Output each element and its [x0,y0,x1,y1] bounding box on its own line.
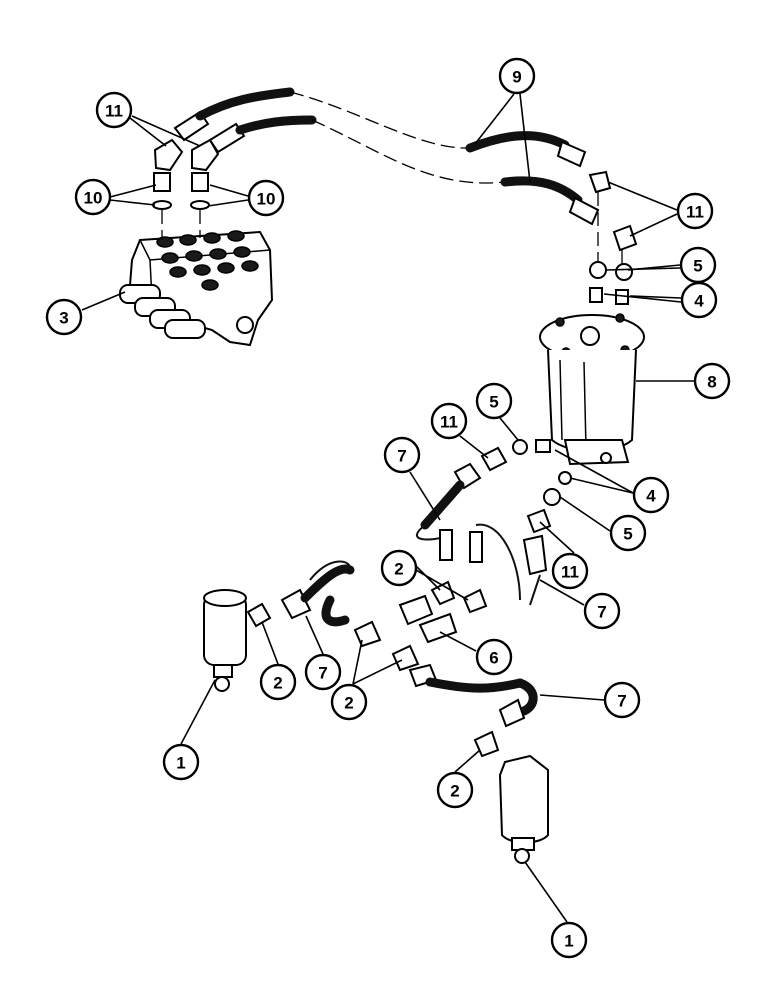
callout-circle [436,771,474,809]
steering-cylinder-right [498,754,549,864]
callout-2: 2 [259,663,297,701]
callout-label: 4 [694,292,704,311]
callout-3: 3 [45,298,83,336]
valve-fittings [152,138,220,240]
steering-cylinder-left [203,589,247,692]
callout-7: 7 [583,592,621,630]
callout-circle [693,362,731,400]
callout-5: 5 [475,382,513,420]
callout-circle [383,436,421,474]
callout-label: 8 [707,373,716,392]
callout-circle [475,638,513,676]
callout-label: 6 [489,649,498,668]
callout-label: 9 [512,68,521,87]
callout-2: 2 [330,683,368,721]
callout-label: 7 [397,447,406,466]
callout-7: 7 [383,436,421,474]
callout-11: 11 [551,552,589,590]
control-valve-body [119,230,274,347]
hoses-7 [280,462,548,728]
callout-11: 11 [676,192,714,230]
callout-circle [247,179,285,217]
callout-label: 2 [450,782,459,801]
callout-label: 7 [318,664,327,683]
callout-9: 9 [498,57,536,95]
callout-label: 11 [105,102,123,121]
callout-label: 11 [686,203,704,222]
callout-4: 4 [632,476,670,514]
callout-circle [498,57,536,95]
callout-circle [632,476,670,514]
callout-circle [430,402,468,440]
callout-circle [162,743,200,781]
callout-label: 2 [273,674,282,693]
hose-assembly-upper [173,87,600,226]
callout-5: 5 [609,514,647,552]
callout-circle [550,921,588,959]
callout-label: 5 [489,393,498,412]
callout-label: 7 [617,692,626,711]
callout-4: 4 [680,281,718,319]
callout-2: 2 [436,771,474,809]
callout-circle [380,549,418,587]
callout-7: 7 [304,653,342,691]
callout-circle [304,653,342,691]
callout-circle [259,663,297,701]
callout-5: 5 [679,246,717,284]
callout-label: 11 [561,563,579,582]
callout-6: 6 [475,638,513,676]
callout-circle [330,683,368,721]
callout-label: 4 [646,487,656,506]
callout-1: 1 [162,743,200,781]
callout-8: 8 [693,362,731,400]
callout-circle [676,192,714,230]
callout-10: 10 [74,178,112,216]
callout-circle [74,178,112,216]
callout-label: 2 [394,560,403,579]
motor-upper-fittings [588,170,638,305]
callout-label: 7 [597,603,606,622]
callout-label: 10 [84,189,103,208]
callout-7: 7 [603,681,641,719]
callout-label: 10 [257,190,276,209]
callout-circle [475,382,513,420]
callout-label: 11 [440,413,458,432]
callout-label: 3 [59,309,68,328]
callout-2: 2 [380,549,418,587]
callout-circle [95,91,133,129]
callout-label: 5 [623,525,632,544]
callout-label: 5 [693,257,702,276]
callout-circle [45,298,83,336]
callout-label: 2 [344,694,353,713]
callout-circle [603,681,641,719]
callout-1: 1 [550,921,588,959]
leader-lines [81,93,694,923]
callout-circle [679,246,717,284]
callout-circle [551,552,589,590]
steering-motor [539,313,645,466]
callout-11: 11 [430,402,468,440]
callout-label: 1 [176,754,185,773]
callout-11: 11 [95,91,133,129]
callout-circle [583,592,621,630]
callout-10: 10 [247,179,285,217]
motor-lower-fittings [480,439,572,534]
callout-label: 1 [564,932,573,951]
callout-circle [609,514,647,552]
